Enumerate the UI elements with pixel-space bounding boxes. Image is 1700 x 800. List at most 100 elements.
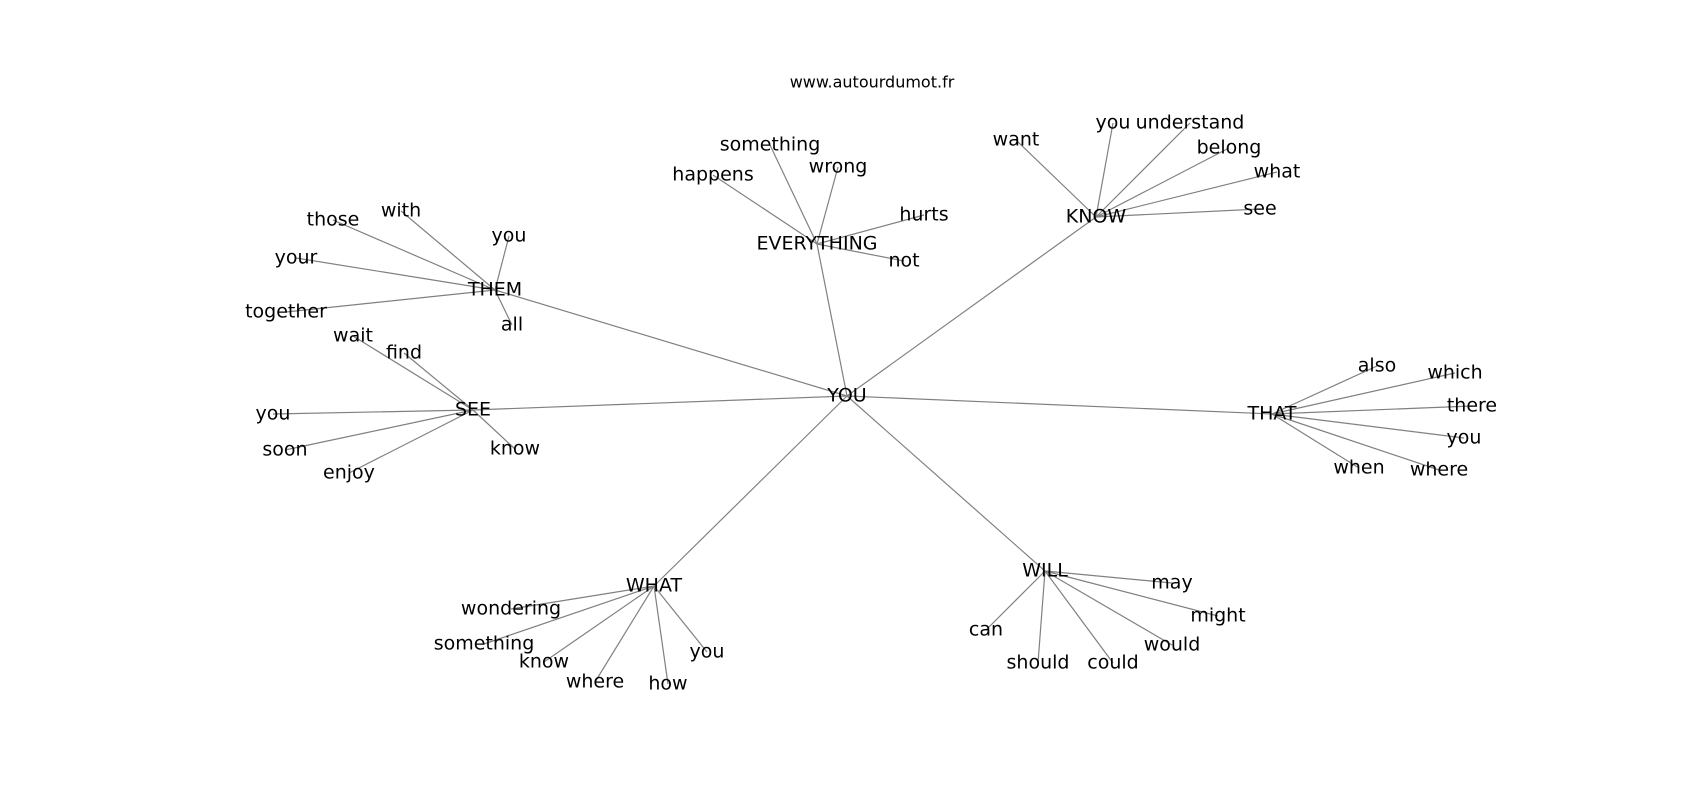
leaf-node: you <box>492 225 527 247</box>
edge-see-leaf <box>403 352 474 411</box>
edge-see-leaf <box>352 335 474 411</box>
edge-see-leaf <box>472 409 516 450</box>
edge-everything-leaf <box>712 174 818 245</box>
leaf-node: all <box>501 314 523 336</box>
leaf-node: where <box>566 671 624 693</box>
edge-what-leaf <box>483 585 655 645</box>
leaf-node: could <box>1087 652 1138 674</box>
hub-node-know: KNOW <box>1066 206 1127 228</box>
leaf-node: you <box>1096 112 1131 134</box>
edge-center-what <box>653 395 848 587</box>
edge-what-leaf <box>510 585 655 610</box>
leaf-node: know <box>490 438 540 460</box>
edge-know-leaf <box>1015 139 1097 218</box>
edge-what-leaf <box>653 585 669 685</box>
leaf-node: those <box>307 209 360 231</box>
edge-will-leaf <box>985 570 1046 631</box>
edge-center-know <box>846 216 1097 397</box>
source-caption: www.autourdumot.fr <box>790 73 955 92</box>
edge-know-leaf <box>1095 171 1278 218</box>
leaf-node: together <box>245 301 327 323</box>
edge-know-leaf <box>1095 147 1230 218</box>
edge-that-leaf <box>1271 413 1440 471</box>
edge-everything-leaf <box>769 144 818 245</box>
leaf-node: understand <box>1136 112 1245 134</box>
leaf-node: soon <box>262 439 307 461</box>
leaf-node: want <box>993 129 1040 151</box>
leaf-node: also <box>1358 355 1396 377</box>
leaf-node: not <box>888 250 919 272</box>
leaf-node: hurts <box>899 204 948 226</box>
leaf-node: can <box>969 619 1003 641</box>
graph-edges <box>272 122 1473 685</box>
leaf-node: find <box>386 342 422 364</box>
center-node: YOU <box>826 385 866 407</box>
edge-center-that <box>846 395 1273 415</box>
edge-that-leaf <box>1271 365 1378 415</box>
leaf-node: what <box>1254 161 1301 183</box>
edge-see-leaf <box>284 409 474 451</box>
edge-see-leaf <box>272 409 474 415</box>
edge-that-leaf <box>1271 413 1360 469</box>
edge-will-leaf <box>1037 570 1046 664</box>
leaf-node: wait <box>333 325 373 347</box>
leaf-node: see <box>1243 198 1276 220</box>
leaf-node: with <box>381 200 421 222</box>
hub-node-what: WHAT <box>626 575 683 597</box>
leaf-node: wondering <box>461 598 561 620</box>
leaf-node: something <box>434 633 535 655</box>
hub-node-everything: EVERYTHING <box>756 233 877 255</box>
edge-will-leaf <box>1044 570 1114 664</box>
leaf-node: happens <box>672 164 753 186</box>
edge-that-leaf <box>1271 413 1465 439</box>
leaf-node: wrong <box>809 156 868 178</box>
edge-know-leaf <box>1095 208 1261 218</box>
edge-them-leaf <box>332 219 496 291</box>
leaf-node: know <box>519 651 569 673</box>
leaf-node: enjoy <box>323 462 375 484</box>
hub-node-them: THEM <box>467 279 522 301</box>
edge-what-leaf <box>543 585 655 663</box>
leaf-node: should <box>1007 652 1070 674</box>
leaf-node: might <box>1190 605 1245 627</box>
edge-know-leaf <box>1095 122 1114 218</box>
leaf-node: where <box>1410 459 1468 481</box>
edge-center-see <box>472 395 848 411</box>
hub-node-will: WILL <box>1022 560 1068 582</box>
hub-node-see: SEE <box>455 399 491 421</box>
leaf-node: you <box>256 403 291 425</box>
graph-labels: YOUEVERYTHINGsomethingwronghappenshurtsn… <box>245 112 1497 695</box>
edge-them-leaf <box>295 257 496 291</box>
leaf-node: something <box>720 134 821 156</box>
edge-what-leaf <box>653 585 708 653</box>
edge-what-leaf <box>594 585 655 683</box>
edge-everything-leaf <box>816 214 925 245</box>
leaf-node: belong <box>1197 137 1262 159</box>
leaf-node: which <box>1427 362 1482 384</box>
leaf-node: would <box>1144 634 1201 656</box>
edge-them-leaf <box>285 289 496 313</box>
leaf-node: how <box>648 673 687 695</box>
edge-know-leaf <box>1095 122 1191 218</box>
edge-everything-leaf <box>816 243 905 262</box>
leaf-node: when <box>1333 457 1384 479</box>
hub-node-that: THAT <box>1246 403 1296 425</box>
edge-that-leaf <box>1271 405 1473 415</box>
edge-center-everything <box>816 243 848 397</box>
leaf-node: you <box>690 641 725 663</box>
edge-everything-leaf <box>816 166 839 245</box>
edge-them-leaf <box>400 210 496 291</box>
leaf-node: your <box>275 247 318 269</box>
edge-will-leaf <box>1044 570 1173 646</box>
edge-will-leaf <box>1044 570 1219 617</box>
edge-center-them <box>494 289 848 397</box>
leaf-node: you <box>1447 427 1482 449</box>
edge-that-leaf <box>1271 372 1456 415</box>
edge-them-leaf <box>494 235 510 291</box>
edge-see-leaf <box>348 409 474 474</box>
leaf-node: may <box>1151 572 1192 594</box>
edge-them-leaf <box>494 289 513 326</box>
edge-will-leaf <box>1044 570 1173 584</box>
edge-center-will <box>846 395 1046 572</box>
